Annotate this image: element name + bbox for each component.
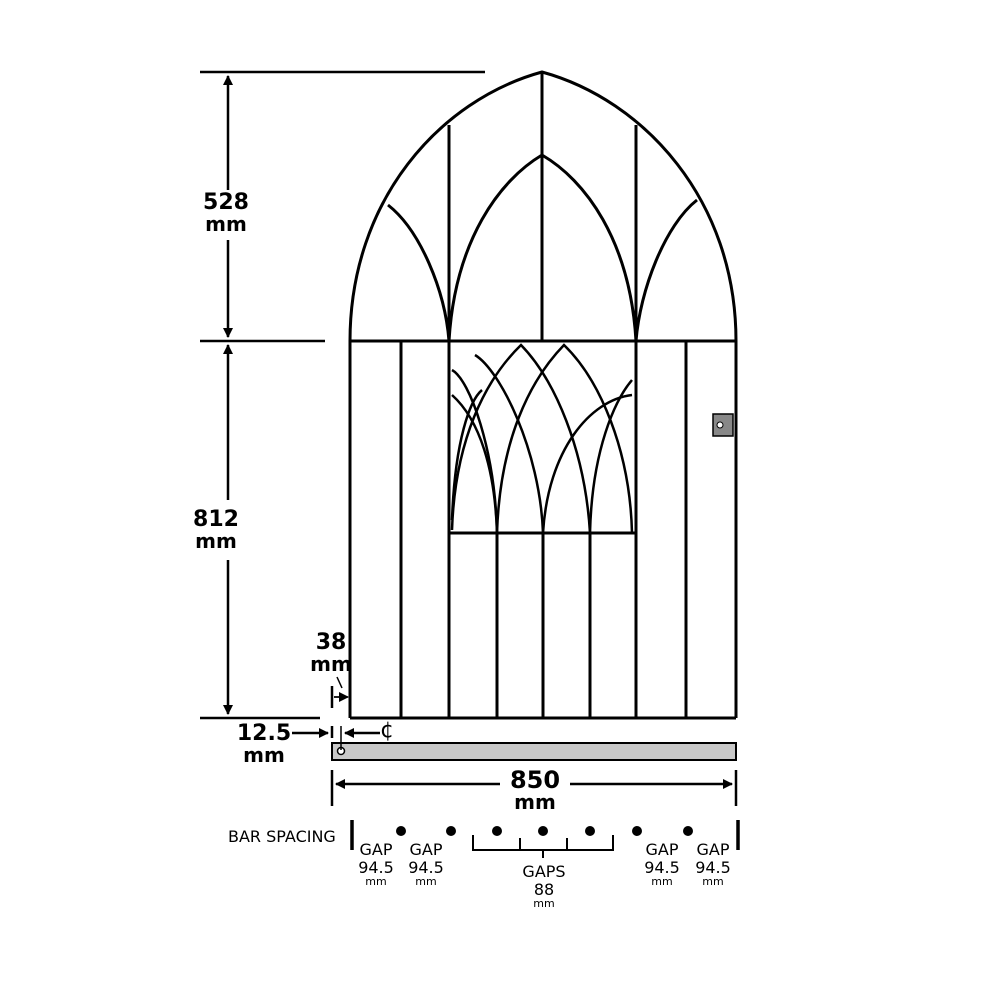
centerline-symbol: ¢: [380, 718, 394, 743]
bar-dots: [396, 826, 693, 836]
dimension-lines: [200, 70, 740, 858]
ground-bar: [331, 742, 737, 761]
side-arch-left: [387, 203, 451, 342]
hinge-icon: [712, 413, 734, 437]
bar-spacing-label: BAR SPACING: [228, 827, 336, 846]
side-arch-right: [634, 198, 698, 342]
inner-arch: [447, 153, 638, 342]
gate-frame: [348, 70, 738, 720]
panel-arches: [450, 343, 634, 534]
